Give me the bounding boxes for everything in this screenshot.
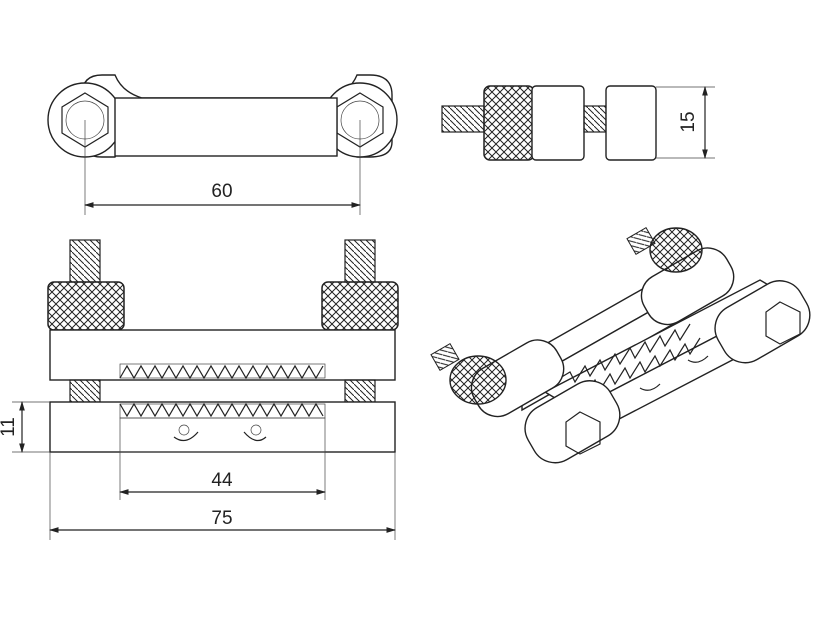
front-view — [12, 239, 399, 540]
dim-thickness: 11 — [0, 417, 19, 437]
dim-jaw-length: 44 — [211, 470, 233, 491]
dim-height-side: 15 — [678, 111, 699, 132]
isometric-view — [430, 227, 811, 464]
top-view — [47, 74, 398, 215]
side-view — [441, 85, 715, 161]
dim-overall-length: 75 — [211, 508, 232, 529]
dim-hole-spacing: 60 — [211, 181, 232, 202]
